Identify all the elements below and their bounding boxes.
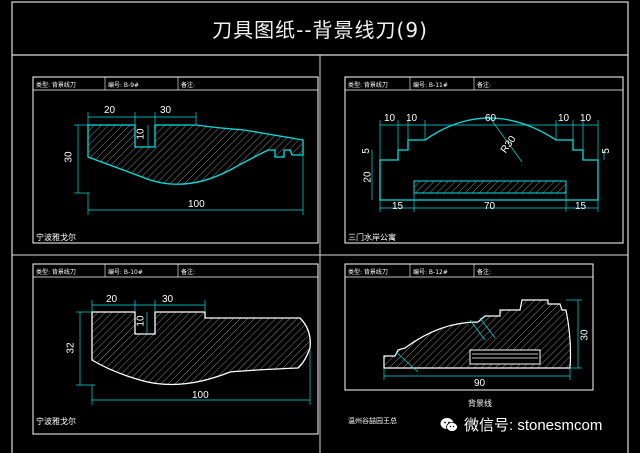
panel-4-category: 类型: 背景线刀	[348, 269, 388, 276]
panel-3-dim-20: 20	[106, 294, 118, 305]
panel-2-dim-70: 70	[484, 201, 496, 212]
panel-2-dim-10-a: 10	[384, 113, 396, 124]
panel-4-code: 编号: B-12#	[413, 269, 448, 276]
panel-3-drawing	[32, 263, 319, 435]
watermark: 微信号: stonesmcom	[440, 414, 602, 435]
panel-2-dim-15-right: 15	[575, 201, 587, 212]
panel-3-dim-100: 100	[192, 390, 209, 401]
panel-2-dim-20: 20	[362, 171, 374, 183]
panel-1-dim-20: 20	[104, 105, 116, 116]
panel-3-dim-30: 30	[162, 294, 174, 305]
panel-1-dim-30-vertical: 30	[63, 151, 75, 163]
sheet-title: 刀具图纸--背景线刀(9)	[212, 18, 428, 42]
panel-3-category: 类型: 背景线刀	[36, 269, 76, 276]
panel-1-remark: 备注:	[181, 82, 196, 89]
panel-3-code: 编号: B-10#	[108, 269, 143, 276]
panel-3-dim-10: 10	[135, 315, 147, 327]
panel-2-dim-10-b: 10	[406, 113, 418, 124]
panel-4-subcaption: 温州谷喆园王总	[348, 417, 397, 425]
panel-3-dim-32: 32	[65, 342, 77, 354]
panel-2-remark: 备注:	[477, 82, 492, 89]
panel-2-dim-60: 60	[485, 113, 497, 124]
panel-2-dim-15-left: 15	[392, 201, 404, 212]
panel-4-remark: 备注:	[477, 269, 492, 276]
panel-3-remark: 备注:	[181, 269, 196, 276]
panel-4-dim-90: 90	[474, 378, 486, 389]
outer-border	[11, 1, 629, 453]
panel-2-caption: 三门水岸公寓	[348, 233, 396, 242]
wechat-icon	[440, 417, 458, 432]
panel-1-code: 编号: B-9#	[108, 82, 140, 89]
panel-1-dim-100: 100	[188, 199, 205, 210]
panel-3-caption: 宁波雅戈尔	[36, 417, 76, 426]
panel-2-dim-10-c: 10	[558, 113, 570, 124]
panel-4-caption: 背景线	[468, 399, 492, 408]
panel-2-code: 编号: B-11#	[413, 82, 448, 89]
panel-1-dim-30: 30	[160, 105, 172, 116]
panel-4-drawing	[344, 263, 594, 391]
panel-2-drawing	[344, 76, 624, 244]
panel-1-caption: 宁波雅戈尔	[36, 233, 76, 242]
panel-2-dim-10-d: 10	[580, 113, 592, 124]
watermark-text: 微信号: stonesmcom	[464, 417, 603, 434]
panel-4-dim-30: 30	[579, 329, 591, 341]
panel-1-category: 类型: 背景线刀	[36, 82, 76, 89]
panel-1-dim-10: 10	[135, 128, 147, 140]
panel-1-drawing	[32, 76, 319, 244]
panel-2-dim-5-left: 5	[360, 148, 372, 154]
panel-2-category: 类型: 背景线刀	[348, 82, 388, 89]
panel-2-dim-5-right: 5	[600, 148, 612, 154]
